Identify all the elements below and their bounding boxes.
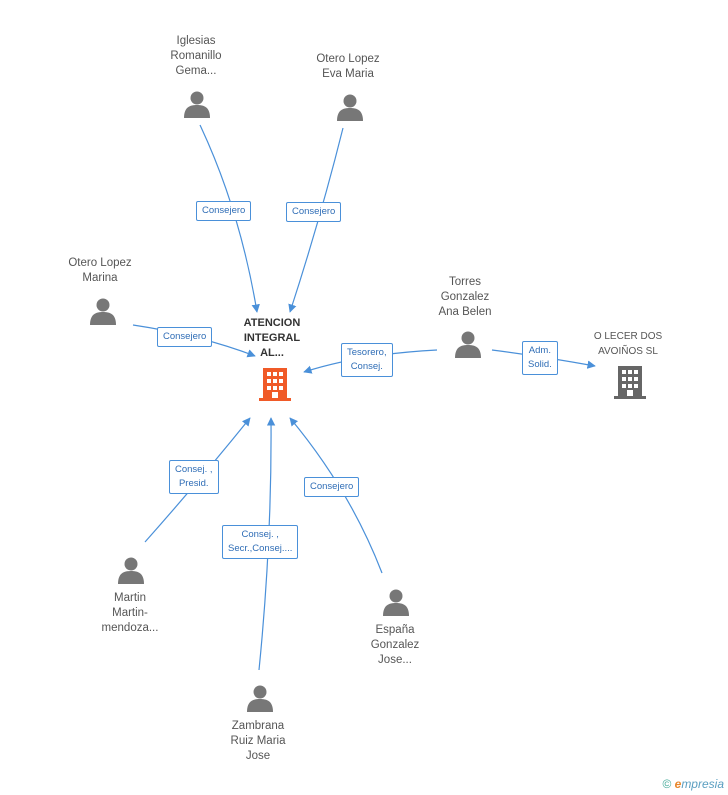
person-icon[interactable] <box>382 588 410 616</box>
role-label: Consejero <box>286 202 342 222</box>
role-label: Consejero <box>304 477 360 497</box>
role-label: Adm. Solid. <box>522 341 558 375</box>
role-label: Consej. , Secr.,Consej.... <box>222 525 299 559</box>
company-building-icon[interactable] <box>259 366 291 402</box>
person-name[interactable]: España Gonzalez Jose... <box>370 624 420 666</box>
person-icon[interactable] <box>246 684 274 712</box>
role-label: Consej. , Presid. <box>169 460 219 494</box>
person-icon[interactable] <box>454 330 482 358</box>
role-label: Tesorero, Consej. <box>341 343 393 377</box>
person-name[interactable]: Torres Gonzalez Ana Belen <box>438 276 492 318</box>
person-name[interactable]: Zambrana Ruiz Maria Jose <box>230 720 286 762</box>
person-name[interactable]: Martin Martin- mendoza... <box>101 592 159 634</box>
person-icon[interactable] <box>89 297 117 325</box>
person-name[interactable]: Otero Lopez Eva Maria <box>316 53 380 80</box>
center-company-name[interactable]: ATENCION INTEGRAL AL... <box>243 317 301 359</box>
person-icon[interactable] <box>336 93 364 121</box>
person-name[interactable]: Iglesias Romanillo Gema... <box>170 35 222 77</box>
footer-brand: © empresia <box>662 777 724 791</box>
role-label: Consejero <box>157 327 213 347</box>
company-name[interactable]: O LECER DOS AVOIÑOS SL <box>593 331 663 357</box>
person-icon[interactable] <box>117 556 145 584</box>
brand-logo-e: e <box>674 777 682 791</box>
person-name[interactable]: Otero Lopez Marina <box>68 257 132 284</box>
person-icon[interactable] <box>183 90 211 118</box>
role-label: Consejero <box>196 201 252 221</box>
brand-logo-text: mpresia <box>681 777 724 791</box>
copyright-symbol: © <box>662 777 672 791</box>
company-building-icon[interactable] <box>614 364 646 400</box>
